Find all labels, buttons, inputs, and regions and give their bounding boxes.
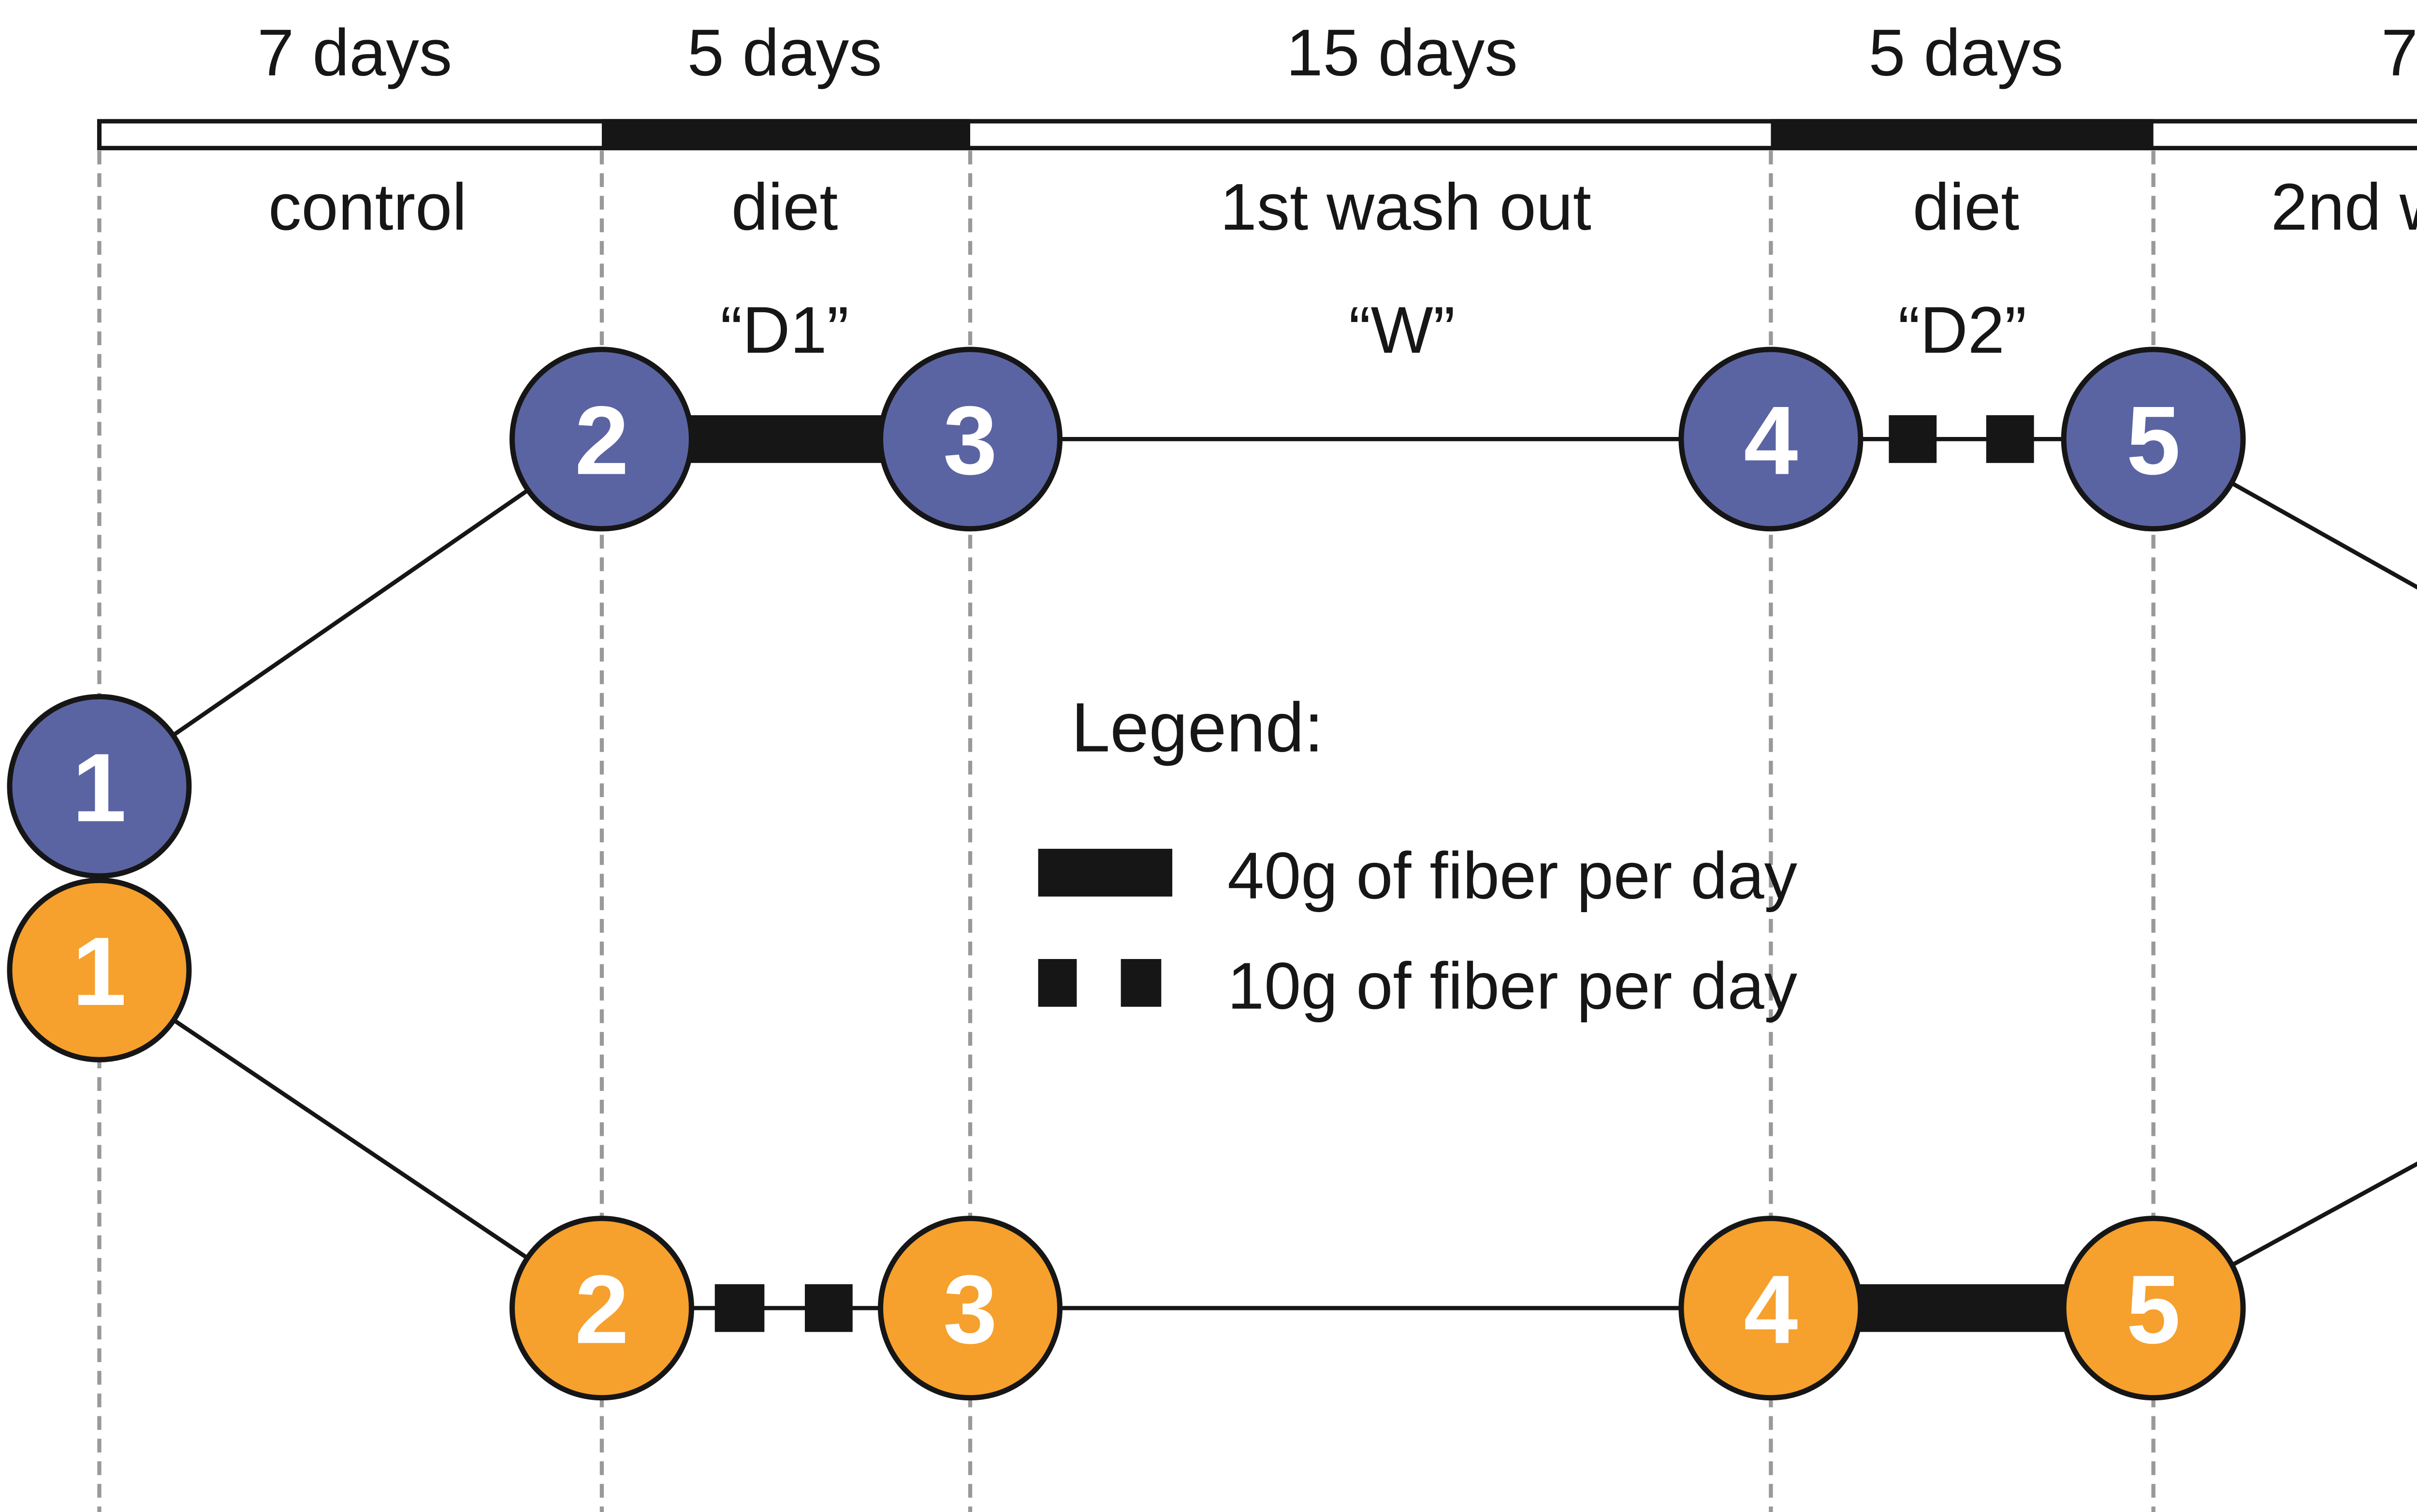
blue-10g-square	[1986, 415, 2034, 463]
orange-node-number: 1	[72, 917, 126, 1026]
connector-lines	[98, 437, 2417, 1310]
legend-label-40g: 40g of fiber per day	[1227, 839, 1797, 913]
orange-node-5	[2061, 1216, 2246, 1401]
legend-title: Legend:	[1071, 688, 1324, 766]
blue-node-number: 5	[2126, 386, 2181, 495]
phase-code-w: “W”	[1349, 293, 1455, 367]
blue-node-numbers: 1 2 3 4 5 6	[72, 386, 2181, 842]
blue-node-number: 4	[1744, 386, 1798, 495]
phase-label: 2nd wash out	[2271, 170, 2417, 244]
duration-label: 7 days	[257, 15, 452, 89]
blue-arm-nodes	[7, 347, 2246, 879]
diet2-bar-segment	[1771, 119, 2154, 150]
fiber-10g-connectors	[714, 415, 2034, 1332]
phase-codes: “D1” “W” “D2”	[720, 293, 2026, 367]
blue-node-number: 2	[575, 386, 629, 495]
legend-small-square	[1121, 959, 1162, 1007]
two-squares-icon	[1038, 959, 1162, 1007]
blue-node-2	[509, 347, 694, 532]
phase-label: diet	[1913, 170, 2020, 244]
phase-code-d1: “D1”	[720, 293, 849, 367]
phase-label: control	[268, 170, 467, 244]
thick-bar-icon	[1038, 848, 1173, 897]
orange-10g-square	[714, 1284, 765, 1332]
blue-10g-square	[1889, 415, 1937, 463]
phase-label: 1st wash out	[1220, 170, 1591, 244]
orange-node-3	[878, 1216, 1063, 1401]
connector-blue-1-2	[98, 437, 603, 788]
duration-label: 15 days	[1286, 15, 1518, 89]
orange-node-number: 2	[575, 1255, 629, 1364]
orange-node-number: 3	[943, 1255, 997, 1364]
legend-label-10g: 10g of fiber per day	[1227, 949, 1797, 1023]
blue-node-3	[878, 347, 1063, 532]
orange-arm-nodes	[7, 877, 2246, 1401]
phase-label: diet	[731, 170, 838, 244]
legend-small-square	[1038, 959, 1077, 1007]
duration-labels: 7 days 5 days 15 days 5 days 7 days	[257, 15, 2417, 89]
phase-code-d2: “D2”	[1898, 293, 2026, 367]
connector-orange-1-2	[98, 968, 603, 1310]
orange-node-2	[509, 1216, 694, 1401]
blue-node-4	[1678, 347, 1864, 532]
orange-node-4	[1678, 1216, 1864, 1401]
orange-10g-square	[804, 1284, 853, 1332]
diet1-bar-segment	[601, 119, 971, 150]
duration-label: 5 days	[687, 15, 882, 89]
duration-label: 5 days	[1868, 15, 2063, 89]
blue-node-number: 1	[72, 733, 126, 842]
blue-node-number: 3	[943, 386, 997, 495]
phase-labels: control diet 1st wash out diet 2nd wash …	[268, 170, 2417, 244]
orange-node-number: 5	[2126, 1255, 2181, 1364]
legend: Legend: 40g of fiber per day 10g of fibe…	[1038, 688, 1798, 1023]
orange-node-number: 4	[1744, 1255, 1798, 1364]
blue-node-1	[7, 694, 192, 879]
connector-orange-5-6	[2152, 1161, 2417, 1310]
connector-blue-5-6	[2152, 437, 2417, 590]
orange-node-numbers: 1 2 3 4 5 6	[72, 917, 2181, 1364]
orange-node-1	[7, 877, 192, 1062]
duration-label: 7 days	[2381, 15, 2417, 89]
blue-node-5	[2061, 347, 2246, 532]
timeline-bar	[97, 119, 2417, 150]
